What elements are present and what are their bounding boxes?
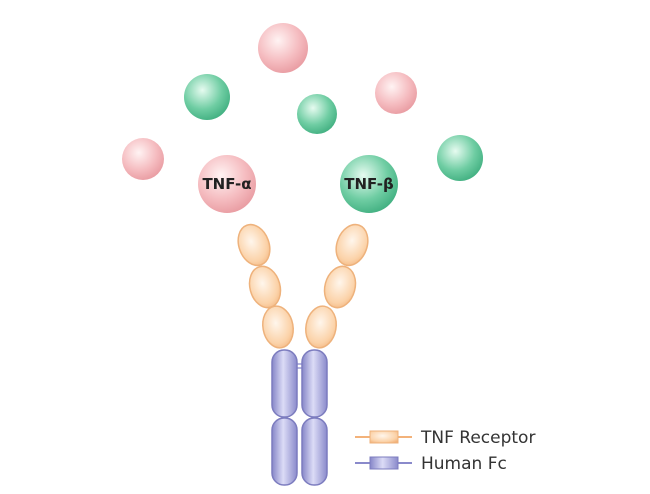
free-ligands — [122, 23, 483, 181]
human-fc-domains — [271, 349, 328, 486]
tnf-alpha-molecule — [122, 138, 164, 180]
legend-label: TNF Receptor — [420, 428, 535, 448]
tnf-beta-label: TNF-β — [344, 175, 394, 193]
tnf-beta-molecule — [437, 135, 483, 181]
tnf-alpha-labeled: TNF-α — [198, 155, 256, 213]
tnf-alpha-label: TNF-α — [202, 175, 251, 193]
tnf-beta-labeled: TNF-β — [340, 155, 398, 213]
legend-label: Human Fc — [421, 454, 507, 474]
legend-item-tnf-receptor: TNF Receptor — [355, 428, 535, 448]
tnf-beta-molecule — [184, 74, 230, 120]
legend-item-human-fc: Human Fc — [355, 454, 507, 474]
tnf-alpha-molecule — [258, 23, 308, 73]
tnf-alpha-molecule — [375, 72, 417, 114]
legend: TNF Receptor Human Fc — [355, 428, 535, 474]
tnf-beta-molecule — [297, 94, 337, 134]
tnf-receptor-domains — [237, 223, 369, 349]
